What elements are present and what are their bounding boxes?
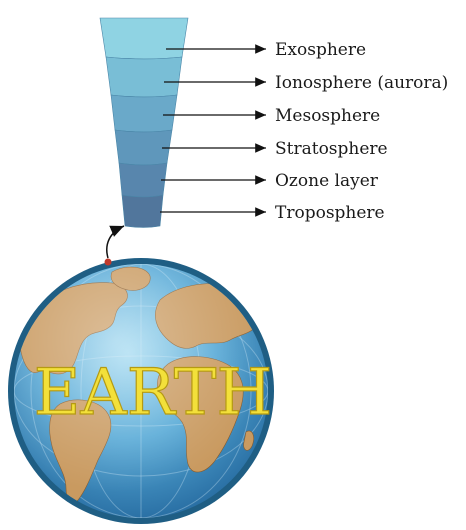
location-dot-icon: [104, 258, 112, 266]
atmosphere-layer-troposphere: [121, 194, 164, 228]
layer-labels: Exosphere Ionosphere (aurora) Mesosphere…: [275, 40, 448, 223]
atmosphere-layer-ozone: [118, 162, 168, 198]
atmosphere-layer-mesosphere: [110, 94, 178, 133]
layer-label-mesosphere: Mesosphere: [275, 106, 380, 126]
layer-pointers: [160, 44, 266, 217]
layer-label-exosphere: Exosphere: [275, 40, 366, 60]
earth-globe: EARTH: [8, 258, 274, 524]
layer-label-troposphere: Troposphere: [275, 203, 385, 223]
earth-label: EARTH: [34, 356, 273, 430]
layer-label-stratosphere: Stratosphere: [275, 139, 388, 159]
layer-label-ozone: Ozone layer: [275, 171, 379, 191]
layer-label-ionosphere: Ionosphere (aurora): [275, 73, 448, 93]
atmosphere-column: [99, 17, 189, 228]
atmosphere-layer-exosphere: [99, 17, 189, 60]
curved-arrow-icon: [106, 225, 125, 259]
atmosphere-layer-ionosphere: [105, 56, 183, 98]
